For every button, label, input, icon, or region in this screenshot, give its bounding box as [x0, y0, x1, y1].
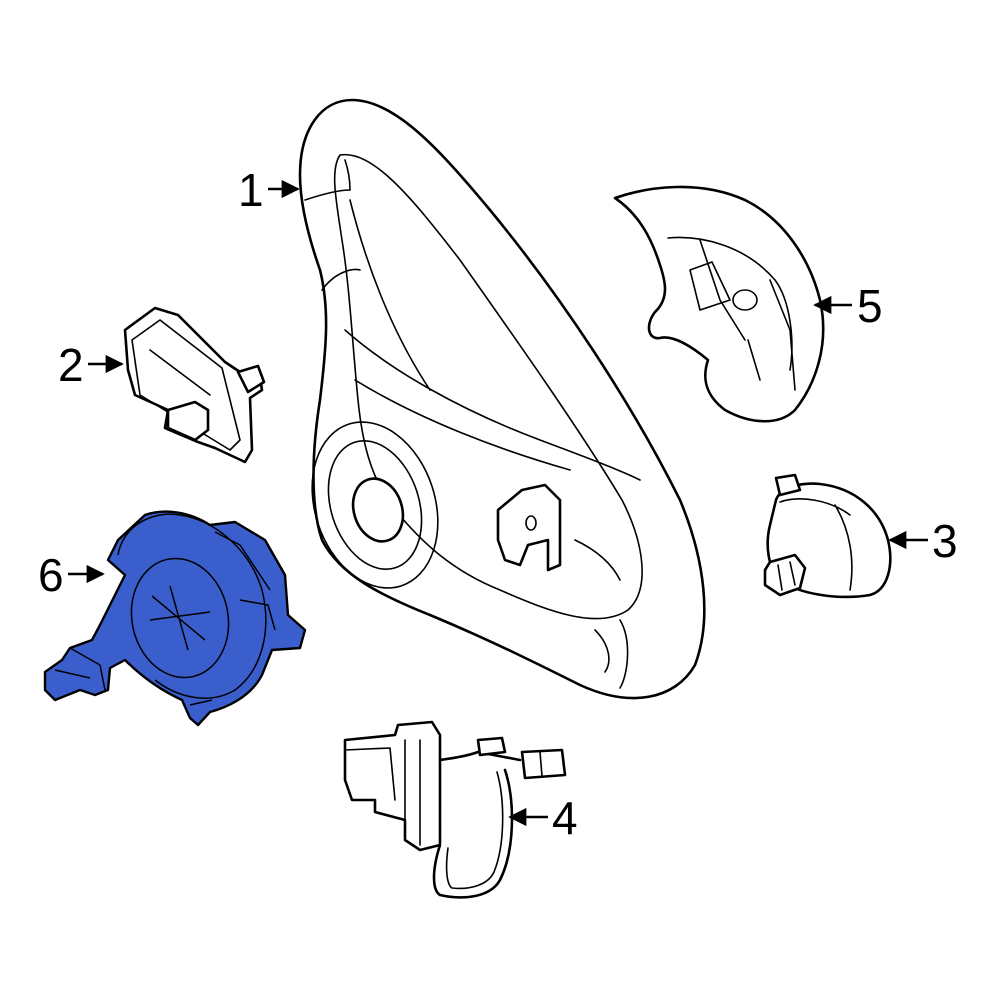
callout-label-3: 3	[932, 515, 958, 567]
callout-1: 1	[238, 164, 300, 216]
switch-cover-right[interactable]	[613, 185, 825, 423]
callout-label-4: 4	[552, 792, 578, 844]
switch-bracket-left[interactable]	[123, 306, 266, 464]
callout-5: 5	[813, 280, 883, 332]
callout-4: 4	[508, 792, 578, 844]
horn[interactable]	[763, 473, 892, 599]
steering-wheel[interactable]	[292, 98, 706, 700]
callout-2: 2	[58, 339, 124, 391]
callout-label-6: 6	[38, 549, 64, 601]
wiring-harness[interactable]	[343, 720, 567, 899]
callout-label-5: 5	[857, 280, 883, 332]
clock-spring[interactable]	[43, 510, 307, 727]
callout-label-2: 2	[58, 339, 84, 391]
callout-label-1: 1	[238, 164, 264, 216]
callout-3: 3	[888, 515, 958, 567]
callout-6: 6	[38, 549, 105, 601]
